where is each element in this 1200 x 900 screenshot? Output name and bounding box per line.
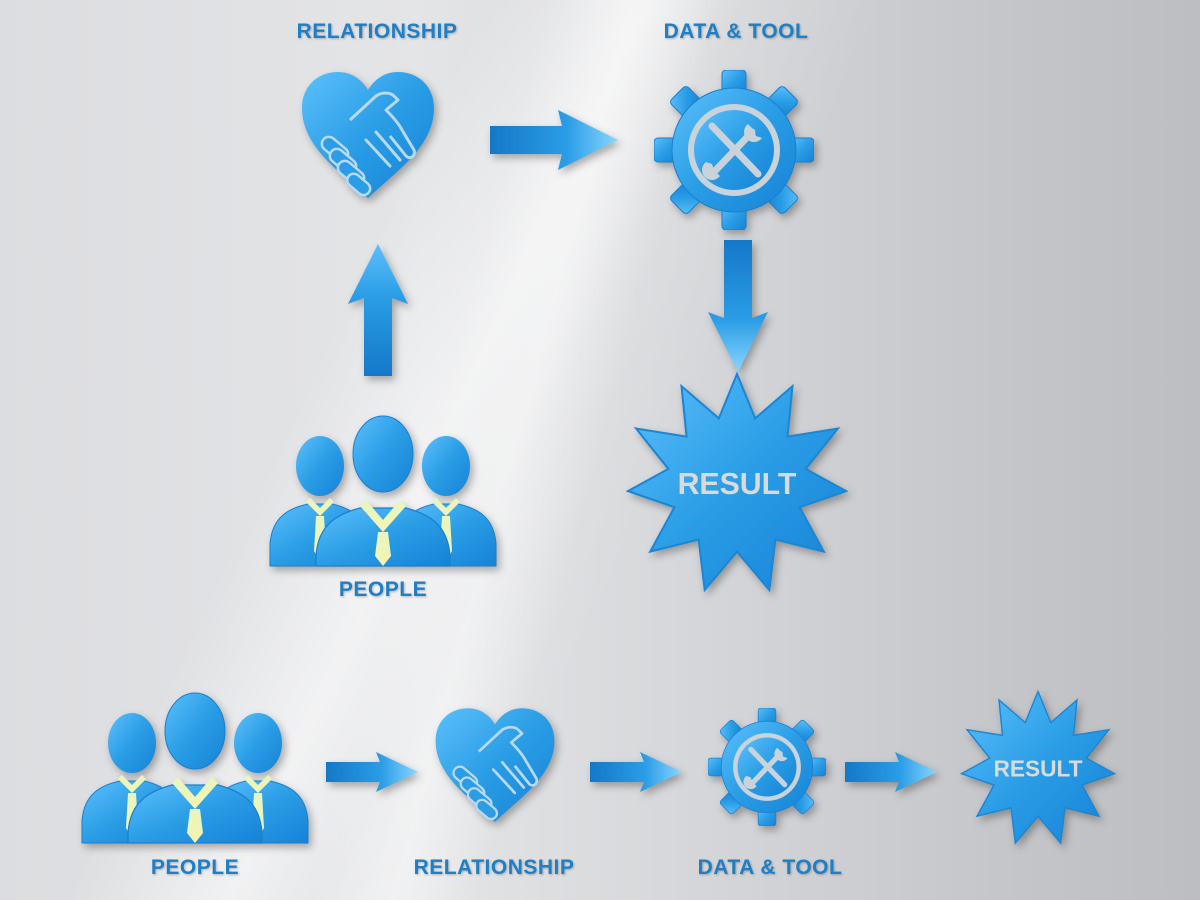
bottom-data-tool-label: DATA & TOOL <box>697 856 843 879</box>
gear-tools-icon-bottom <box>708 708 826 826</box>
heart-handshake-icon-bottom <box>432 706 558 824</box>
starburst-result-icon: RESULT <box>626 372 848 594</box>
arrow-right-icon-bottom-3 <box>845 752 937 792</box>
starburst-result-icon-bottom: RESULT <box>960 690 1116 846</box>
arrow-up-icon <box>348 244 408 376</box>
arrow-right-icon <box>490 110 620 170</box>
bottom-people-label: PEOPLE <box>150 856 240 879</box>
top-data-tool-label: DATA & TOOL <box>663 20 809 43</box>
arrow-right-icon-bottom-1 <box>326 752 418 792</box>
arrow-right-icon-bottom-2 <box>590 752 682 792</box>
bottom-result-label: RESULT <box>993 756 1082 782</box>
heart-handshake-icon <box>298 70 438 200</box>
bottom-relationship-label: RELATIONSHIP <box>413 856 575 879</box>
people-group-icon-bottom <box>80 692 310 844</box>
arrow-down-icon <box>708 240 768 372</box>
top-result-label: RESULT <box>678 468 797 501</box>
gear-tools-icon <box>654 70 814 230</box>
top-people-label: PEOPLE <box>338 578 428 601</box>
people-group-icon <box>268 412 498 570</box>
top-relationship-label: RELATIONSHIP <box>296 20 458 43</box>
